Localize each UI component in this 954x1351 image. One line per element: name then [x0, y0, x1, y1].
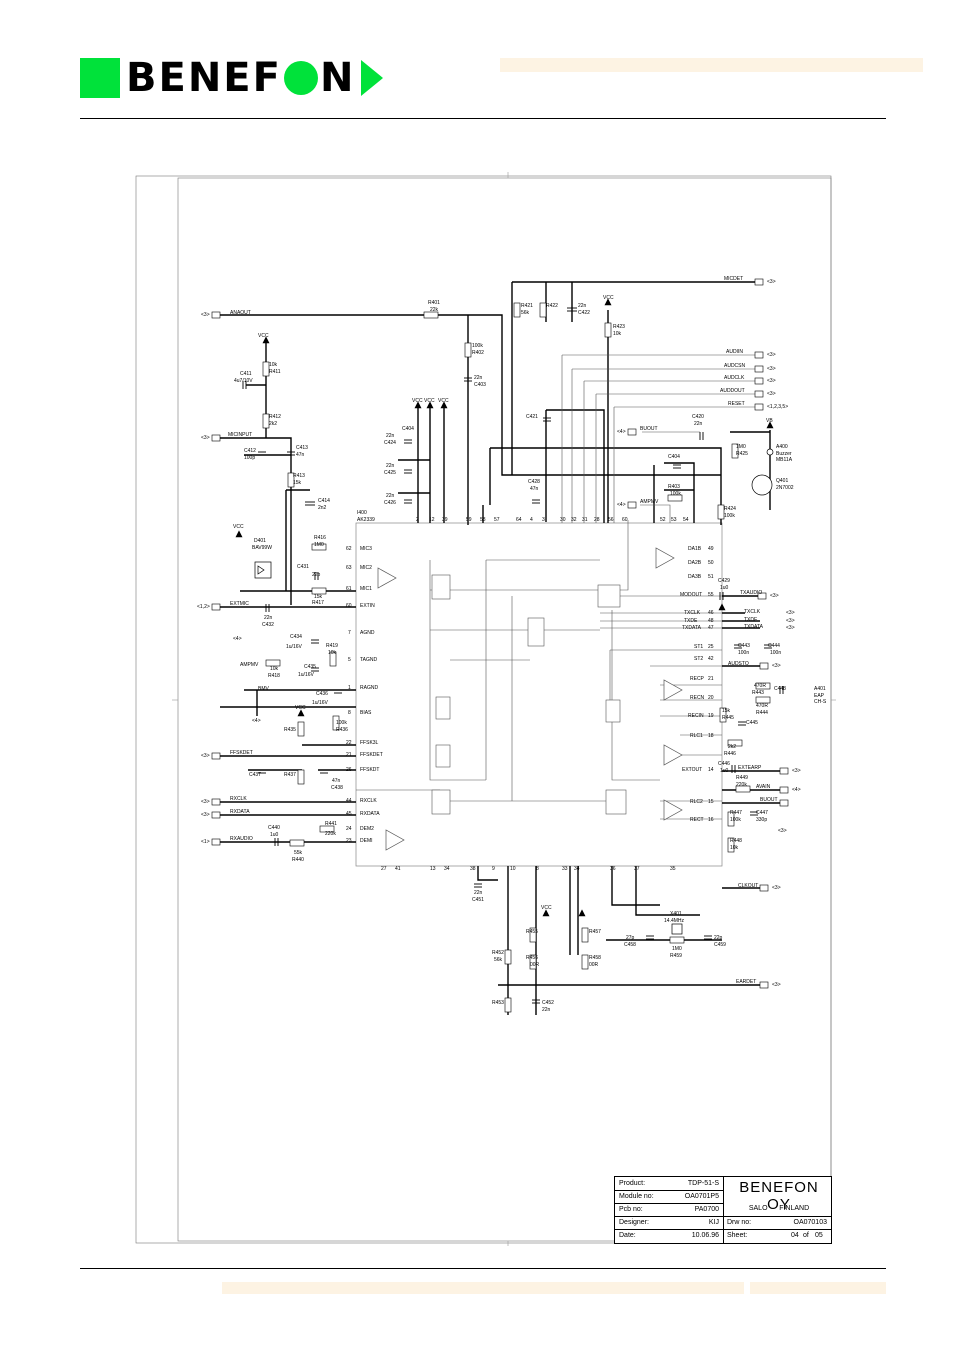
- tb-designer-value: KIJ: [708, 1219, 719, 1226]
- tb-date-value: 10.06.96: [691, 1232, 719, 1239]
- tb-pcb-value: PA0700: [694, 1206, 719, 1213]
- title-block: Product: TDP-51-S Module no: OA0701P5 Pc…: [614, 1176, 832, 1244]
- benefon-logo: BENEF N: [80, 55, 440, 101]
- tb-module-row: Module no: OA0701P5: [615, 1190, 723, 1203]
- tb-drw-label: Drw no:: [727, 1219, 752, 1226]
- capacitors: [242, 307, 784, 1004]
- tb-date-row: Date: 10.06.96: [615, 1229, 723, 1242]
- ic-part-label: AK2339: [357, 517, 375, 523]
- logo-triangle-icon: [361, 60, 384, 96]
- logo-o-circle-icon: [283, 61, 318, 95]
- tb-company-name: BENEFON OY: [739, 1179, 819, 1213]
- net-flags: [211, 278, 789, 989]
- resistors: [262, 302, 771, 1013]
- tb-drw-row: Drw no: OA070103: [723, 1216, 831, 1229]
- tick-marks: [172, 172, 836, 1246]
- tb-sheet-row: Sheet: 04 of 05: [723, 1229, 831, 1242]
- tb-pcb-label: Pcb no:: [619, 1206, 643, 1213]
- header-rule: [80, 118, 886, 119]
- tb-product-value: TDP-51-S: [687, 1180, 719, 1187]
- tb-location: SALO FINLAND: [727, 1205, 831, 1212]
- logo-text-part2: N: [319, 55, 356, 101]
- wires-heavy: [220, 281, 780, 1015]
- footer-rule: [80, 1268, 886, 1269]
- tb-sheet-value: 04: [791, 1232, 799, 1239]
- tb-sheet-total: 05: [815, 1232, 823, 1239]
- ic-i400: [355, 522, 723, 867]
- logo-text-part1: BENEF: [126, 55, 282, 101]
- tb-sheet-label: Sheet:: [727, 1232, 748, 1239]
- footer-band-right: [750, 1282, 886, 1294]
- tb-designer-label: Designer:: [619, 1219, 649, 1226]
- tb-module-value: OA0701P5: [684, 1193, 719, 1200]
- tb-sheet-of: of: [803, 1232, 809, 1239]
- sheet-frame: [135, 175, 832, 1244]
- ic-ref-label: I400: [357, 510, 367, 516]
- wires-thin: [356, 354, 755, 820]
- tb-drw-value: OA070103: [793, 1219, 827, 1226]
- tb-product-row: Product: TDP-51-S: [615, 1177, 723, 1190]
- ic-opamps: [377, 547, 683, 851]
- supply-arrows: [235, 298, 774, 917]
- tb-location-country: FINLAND: [779, 1205, 810, 1212]
- tb-pcb-row: Pcb no: PA0700: [615, 1203, 723, 1216]
- footer-band-left: [222, 1282, 744, 1294]
- header-band: [500, 58, 923, 72]
- logo-wordmark: BENEF N: [126, 58, 355, 98]
- tb-module-label: Module no:: [619, 1193, 654, 1200]
- ic-internal-blocks: [431, 574, 627, 815]
- tb-date-label: Date:: [619, 1232, 636, 1239]
- tb-designer-row: Designer: KIJ: [615, 1216, 723, 1229]
- logo-square-icon: [80, 58, 120, 98]
- tb-product-label: Product:: [619, 1180, 646, 1187]
- misc-parts: [254, 448, 774, 935]
- tb-location-city: SALO: [748, 1205, 768, 1212]
